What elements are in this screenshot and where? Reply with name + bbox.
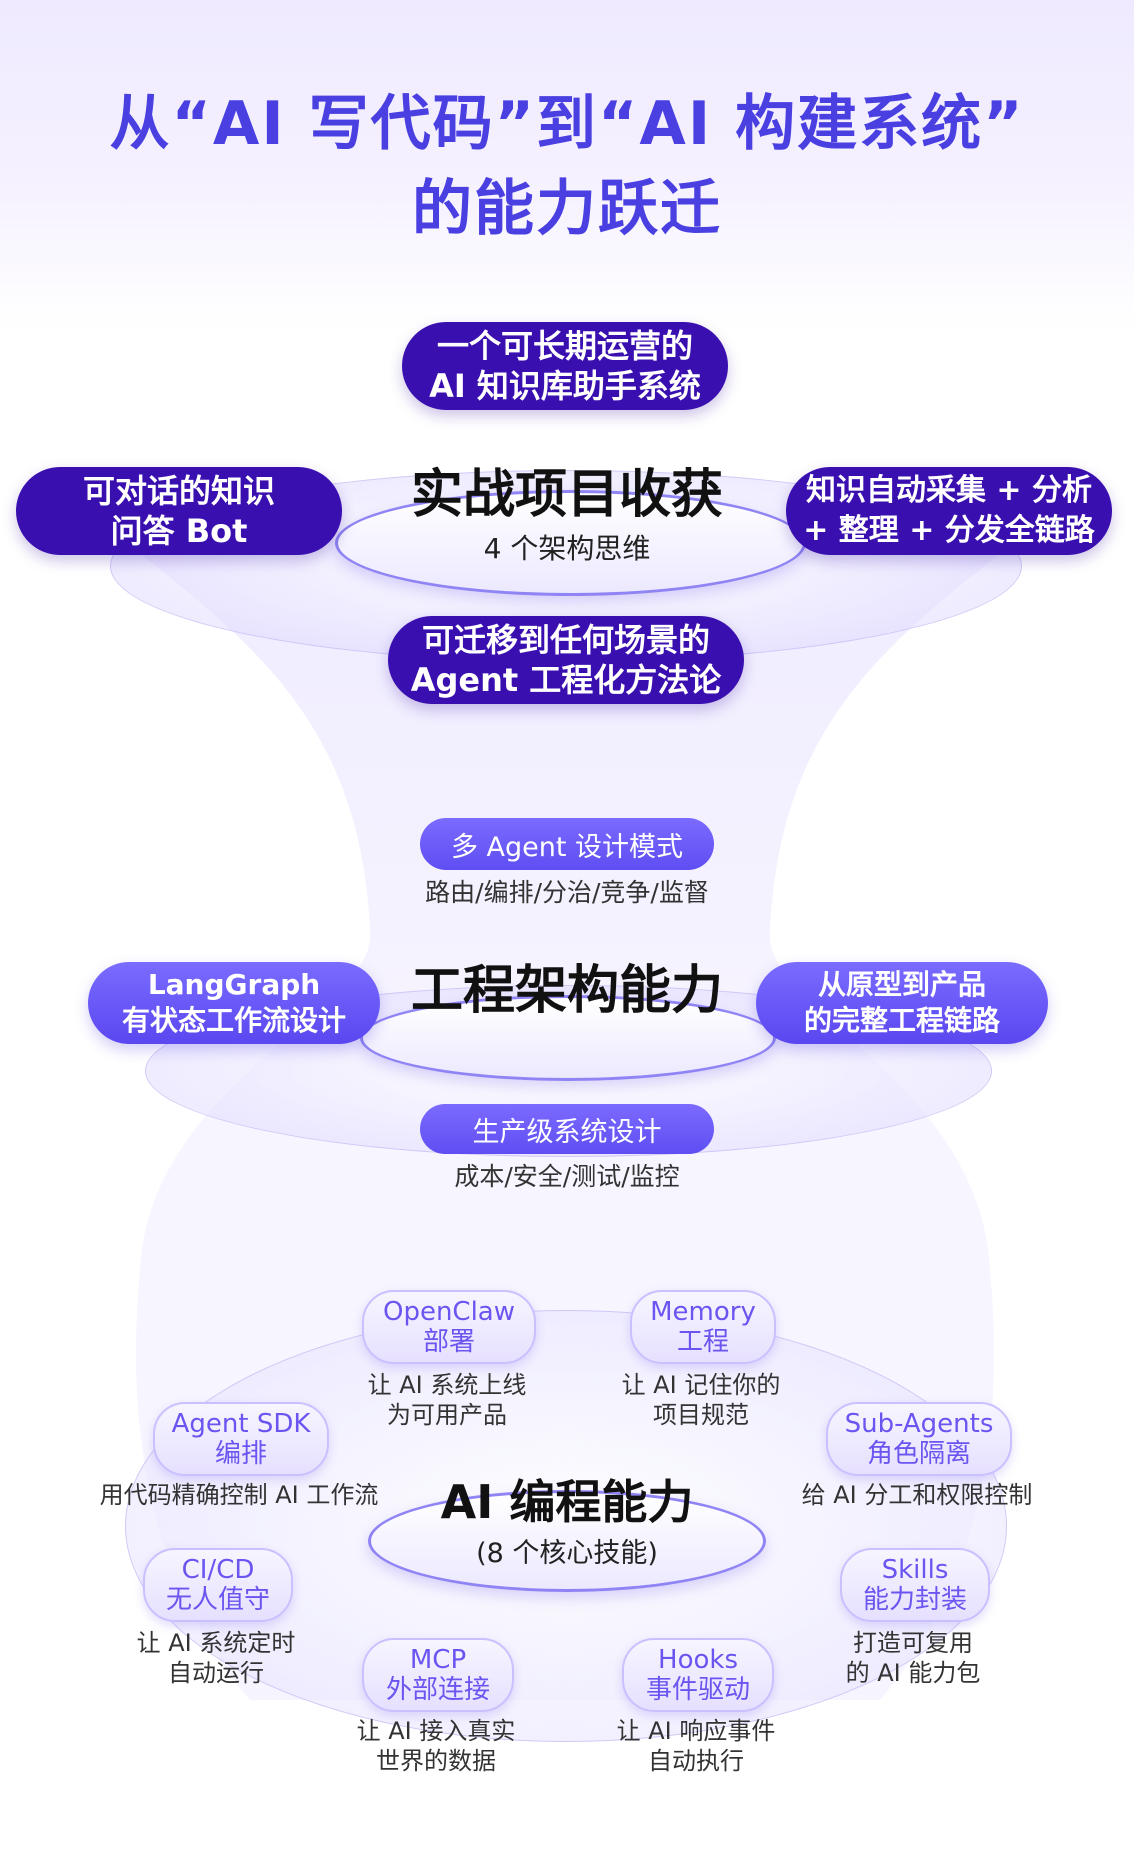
pill-text: + 整理 + 分发全链路 xyxy=(803,513,1095,548)
pill-text: 的完整工程链路 xyxy=(803,1004,1000,1037)
skill-label: Hooks xyxy=(658,1645,738,1675)
skill-label: CI/CD xyxy=(181,1555,255,1585)
caption-line: 让 AI 记住你的 xyxy=(621,1371,781,1399)
skill-hooks-pill: Hooks 事件驱动 xyxy=(622,1638,774,1712)
caption-line: 让 AI 接入真实 xyxy=(356,1717,516,1745)
tier-top-subheading: 4 个架构思维 xyxy=(483,532,651,565)
tier-mid-pill-bottom: 生产级系统设计 xyxy=(420,1104,714,1154)
caption-line: 项目规范 xyxy=(653,1401,749,1429)
pill-text: 从原型到产品 xyxy=(817,968,986,1001)
skill-sub-agents-caption: 给 AI 分工和权限控制 xyxy=(792,1480,1042,1510)
skill-label: 事件驱动 xyxy=(645,1675,750,1705)
skill-label: 无人值守 xyxy=(165,1585,270,1615)
tier-top-pill-right: 知识自动采集 + 分析 + 整理 + 分发全链路 xyxy=(786,467,1112,555)
pill-text: 可对话的知识 xyxy=(82,472,275,510)
skill-agent-sdk-pill: Agent SDK 编排 xyxy=(153,1402,329,1476)
pill-text: LangGraph xyxy=(147,968,321,1001)
tier-mid-bottom-caption: 成本/安全/测试/监控 xyxy=(454,1162,680,1191)
tier-top-pill-top: 一个可长期运营的 AI 知识库助手系统 xyxy=(402,322,728,410)
tier-mid-pill-right: 从原型到产品 的完整工程链路 xyxy=(756,962,1048,1044)
skill-sub-agents-pill: Sub-Agents 角色隔离 xyxy=(826,1402,1012,1476)
caption-line: 为可用产品 xyxy=(387,1401,507,1429)
skill-cicd-pill: CI/CD 无人值守 xyxy=(143,1548,293,1622)
caption-line: 自动运行 xyxy=(168,1659,264,1687)
skill-agent-sdk-caption: 用代码精确控制 AI 工作流 xyxy=(89,1480,389,1510)
pill-text: 有状态工作流设计 xyxy=(121,1004,346,1037)
skill-label: Sub-Agents xyxy=(844,1409,994,1439)
pill-text: 问答 Bot xyxy=(110,512,248,550)
tier-top-pill-bottom: 可迁移到任何场景的 Agent 工程化方法论 xyxy=(388,616,744,704)
title-line-1: 从“AI 写代码”到“AI 构建系统” xyxy=(109,89,1025,159)
skill-openclaw-pill: OpenClaw 部署 xyxy=(362,1290,536,1364)
skill-label: 部署 xyxy=(422,1327,475,1357)
skill-mcp-pill: MCP 外部连接 xyxy=(362,1638,514,1712)
caption-line: 给 AI 分工和权限控制 xyxy=(801,1481,1033,1509)
skill-label: MCP xyxy=(409,1645,467,1675)
caption-line: 打造可复用 xyxy=(853,1629,973,1657)
skill-label: 能力封装 xyxy=(862,1585,967,1615)
tier-bottom-platform xyxy=(368,1490,766,1592)
pill-text: AI 知识库助手系统 xyxy=(429,367,701,405)
skill-label: Skills xyxy=(881,1555,949,1585)
skill-label: OpenClaw xyxy=(382,1297,516,1327)
skill-cicd-caption: 让 AI 系统定时 自动运行 xyxy=(96,1628,336,1688)
caption-line: 的 AI 能力包 xyxy=(845,1659,981,1687)
pill-text: 一个可长期运营的 xyxy=(436,327,693,365)
caption-line: 自动执行 xyxy=(648,1747,744,1775)
tier-top-heading: 实战项目收获 xyxy=(410,465,723,525)
skill-label: 角色隔离 xyxy=(866,1439,971,1469)
skill-hooks-caption: 让 AI 响应事件 自动执行 xyxy=(571,1716,821,1776)
skill-label: Memory xyxy=(650,1297,756,1327)
skill-skills-pill: Skills 能力封装 xyxy=(840,1548,990,1622)
skill-openclaw-caption: 让 AI 系统上线 为可用产品 xyxy=(322,1370,572,1430)
skill-memory-pill: Memory 工程 xyxy=(630,1290,776,1364)
skill-label: 编排 xyxy=(214,1439,267,1469)
pill-text: 可迁移到任何场景的 xyxy=(421,621,710,659)
tier-mid-pill-top: 多 Agent 设计模式 xyxy=(420,818,714,870)
tier-mid-pill-left: LangGraph 有状态工作流设计 xyxy=(88,962,380,1044)
caption-line: 让 AI 系统定时 xyxy=(136,1629,296,1657)
tier-mid-platform xyxy=(360,995,776,1081)
caption-line: 让 AI 响应事件 xyxy=(616,1717,776,1745)
skill-label: 外部连接 xyxy=(385,1675,490,1705)
caption-line: 用代码精确控制 AI 工作流 xyxy=(99,1481,379,1509)
caption-line: 让 AI 系统上线 xyxy=(367,1371,527,1399)
tier-bottom-heading: AI 编程能力 xyxy=(440,1475,694,1529)
tier-mid-heading: 工程架构能力 xyxy=(410,961,723,1021)
skill-memory-caption: 让 AI 记住你的 项目规范 xyxy=(576,1370,826,1430)
skill-mcp-caption: 让 AI 接入真实 世界的数据 xyxy=(311,1716,561,1776)
tier-mid-top-caption: 路由/编排/分治/竞争/监督 xyxy=(425,878,709,907)
tier-top-pill-left: 可对话的知识 问答 Bot xyxy=(16,467,342,555)
skill-label: Agent SDK xyxy=(171,1409,311,1439)
pill-text: Agent 工程化方法论 xyxy=(410,661,722,699)
caption-line: 世界的数据 xyxy=(376,1747,496,1775)
tier-bottom-subheading: (8 个核心技能) xyxy=(476,1538,658,1569)
tier-top-platform xyxy=(335,490,806,596)
title-line-2: 的能力跃迁 xyxy=(412,174,722,244)
skill-label: 工程 xyxy=(676,1327,729,1357)
pill-text: 知识自动采集 + 分析 xyxy=(805,473,1093,508)
skill-skills-caption: 打造可复用 的 AI 能力包 xyxy=(793,1628,1033,1688)
